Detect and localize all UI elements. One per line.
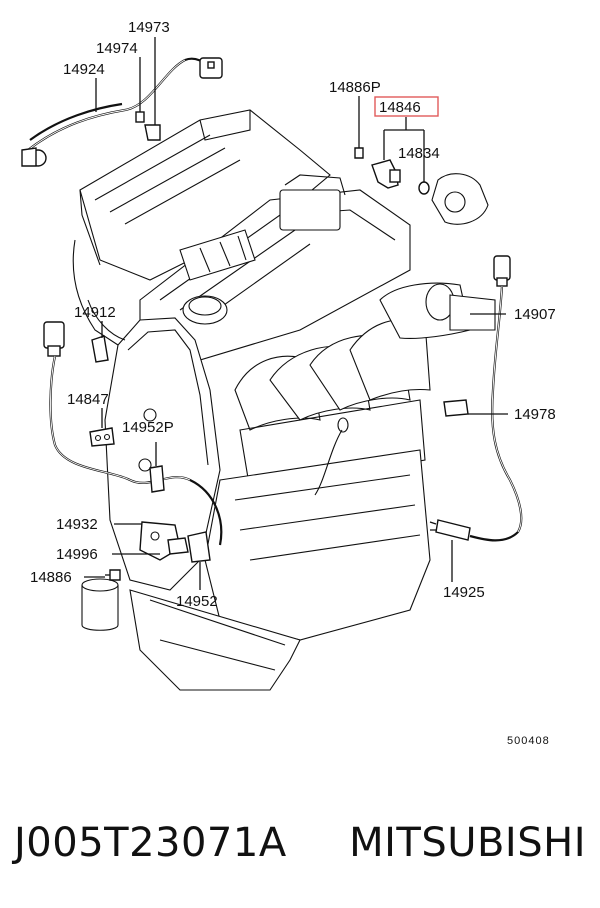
callout-14886p[interactable]: 14886P (329, 79, 381, 96)
callout-14834[interactable]: 14834 (398, 145, 440, 162)
callout-14847[interactable]: 14847 (67, 391, 109, 408)
callout-14924[interactable]: 14924 (63, 61, 105, 78)
engine-drawing (72, 109, 496, 691)
footer-caption: J005T23071A MITSUBISHI (0, 808, 600, 878)
callout-14974[interactable]: 14974 (96, 40, 138, 57)
brand-name: MITSUBISHI (349, 820, 586, 866)
wiring-harness-left (43, 321, 223, 546)
diagram-reference-code: 500408 (507, 735, 550, 747)
callout-14952[interactable]: 14952 (176, 593, 218, 610)
o2-sensor-assy (429, 255, 523, 542)
callout-14912[interactable]: 14912 (74, 304, 116, 321)
callout-14886[interactable]: 14886 (30, 569, 72, 586)
cam-position-sensor-assy (354, 140, 489, 225)
part-number: J005T23071A (14, 820, 287, 866)
callout-14973[interactable]: 14973 (128, 19, 170, 36)
callout-14996[interactable]: 14996 (56, 546, 98, 563)
leader-lines (84, 37, 508, 590)
callout-14846[interactable]: 14846 (379, 99, 421, 116)
callout-14925[interactable]: 14925 (443, 584, 485, 601)
callout-14978[interactable]: 14978 (514, 406, 556, 423)
callout-14952p[interactable]: 14952P (122, 419, 174, 436)
engine-illustration: 14973 14974 14924 14886P 14846 14834 149… (21, 19, 556, 747)
callout-14932[interactable]: 14932 (56, 516, 98, 533)
crank-sensor-assy (105, 521, 211, 581)
wiring-harness-top (21, 57, 223, 167)
bracket-14973 (135, 111, 161, 141)
callout-14907[interactable]: 14907 (514, 306, 556, 323)
highlight-box-14846 (374, 96, 439, 117)
bracket-14952p (149, 465, 165, 493)
bracket-14912 (91, 335, 109, 363)
callout-labels: 14973 14974 14924 14886P 14846 14834 149… (30, 19, 556, 747)
